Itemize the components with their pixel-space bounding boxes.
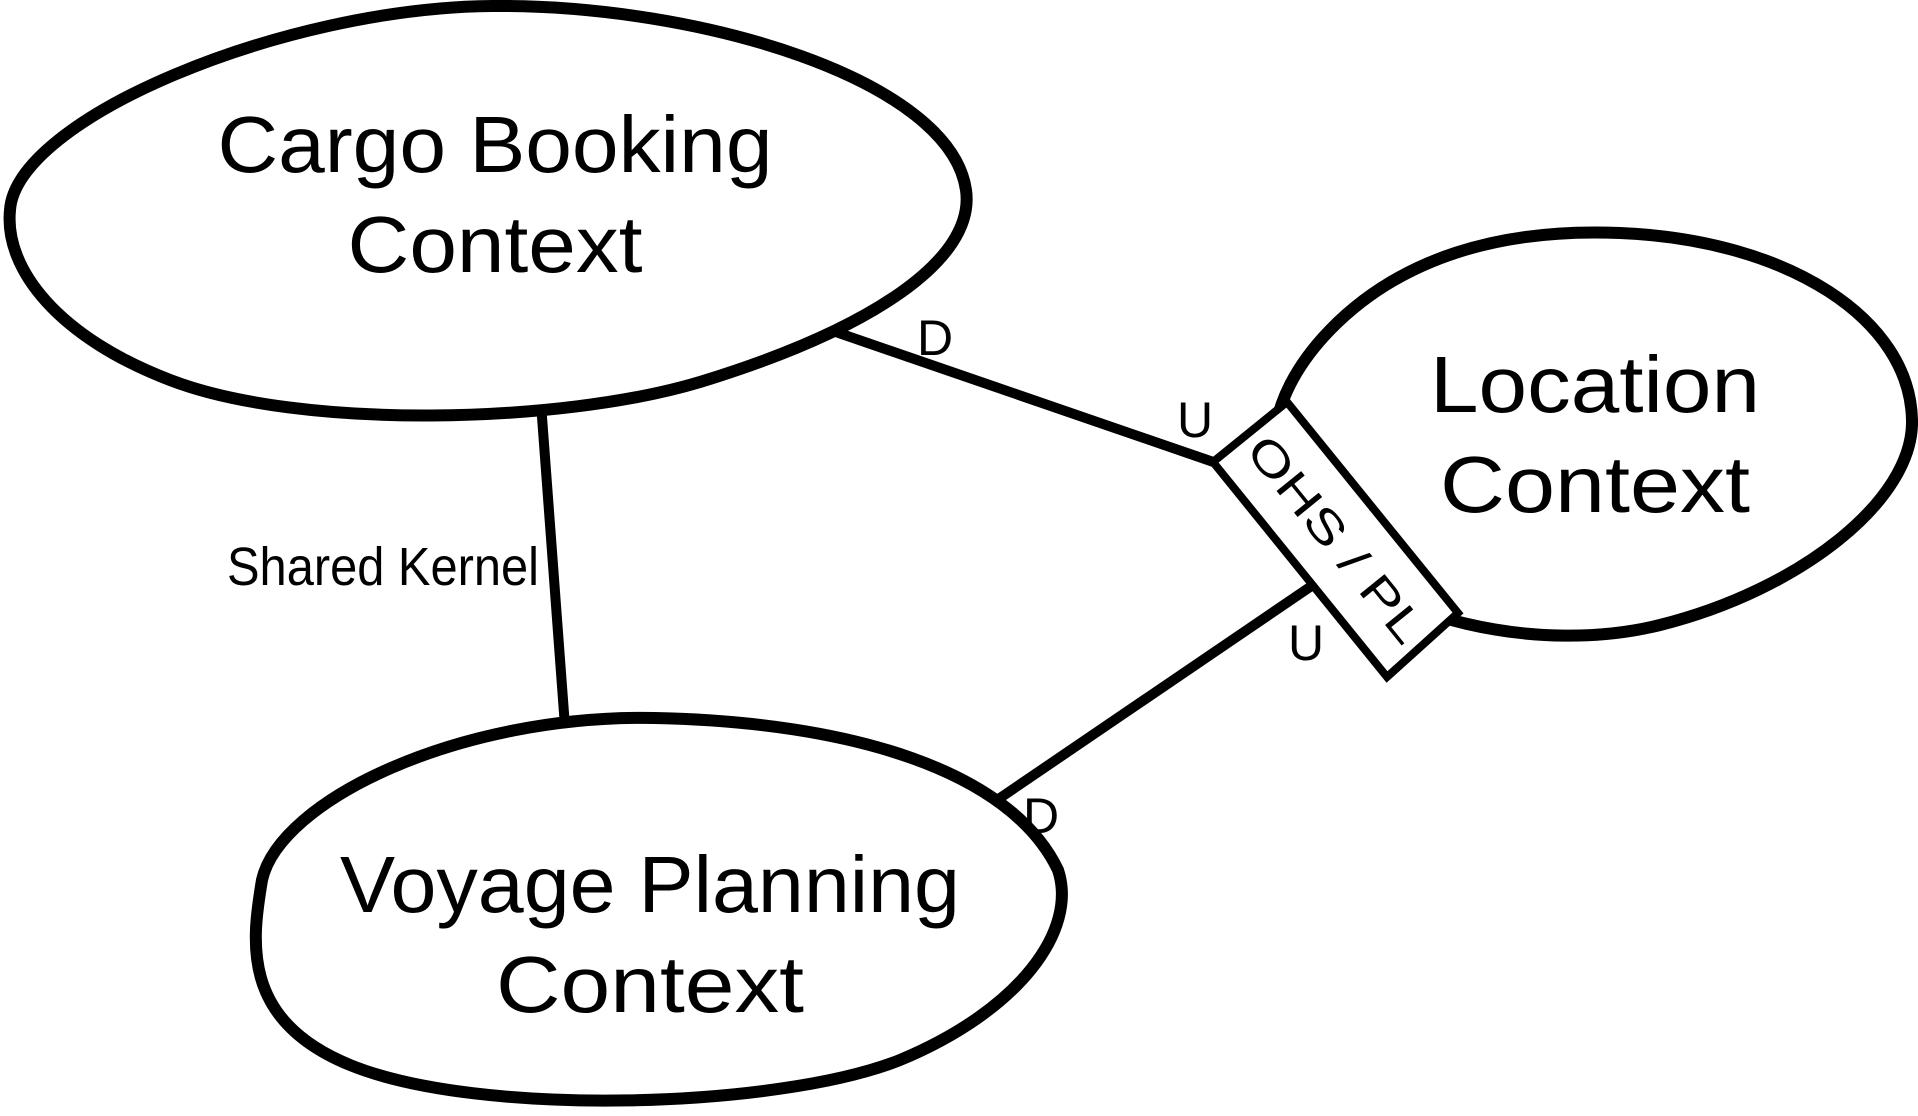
upstream-label-location-bottom: U bbox=[1288, 615, 1324, 671]
cargo-booking-context-ellipse bbox=[3, 0, 973, 422]
downstream-label-cargo: D bbox=[917, 310, 953, 366]
downstream-label-voyage: D bbox=[1023, 788, 1059, 844]
shared-kernel-connector bbox=[535, 385, 571, 745]
shared-kernel-label: Shared Kernel bbox=[227, 537, 539, 597]
voyage-location-connector bbox=[945, 565, 1340, 837]
cargo-booking-label-line2: Context bbox=[348, 200, 643, 289]
cargo-booking-label-line1: Cargo Booking bbox=[218, 100, 773, 189]
voyage-planning-context-ellipse bbox=[249, 711, 1068, 1107]
location-context-ellipse bbox=[1267, 226, 1918, 642]
cargo-location-connector bbox=[825, 325, 1230, 471]
voyage-planning-label-line2: Context bbox=[496, 940, 804, 1029]
location-label-line1: Location bbox=[1430, 340, 1760, 429]
ohs-pl-box bbox=[1207, 396, 1464, 683]
voyage-planning-label-line1: Voyage Planning bbox=[340, 840, 960, 929]
upstream-label-location-top: U bbox=[1177, 392, 1213, 448]
location-label-line2: Context bbox=[1440, 440, 1750, 529]
